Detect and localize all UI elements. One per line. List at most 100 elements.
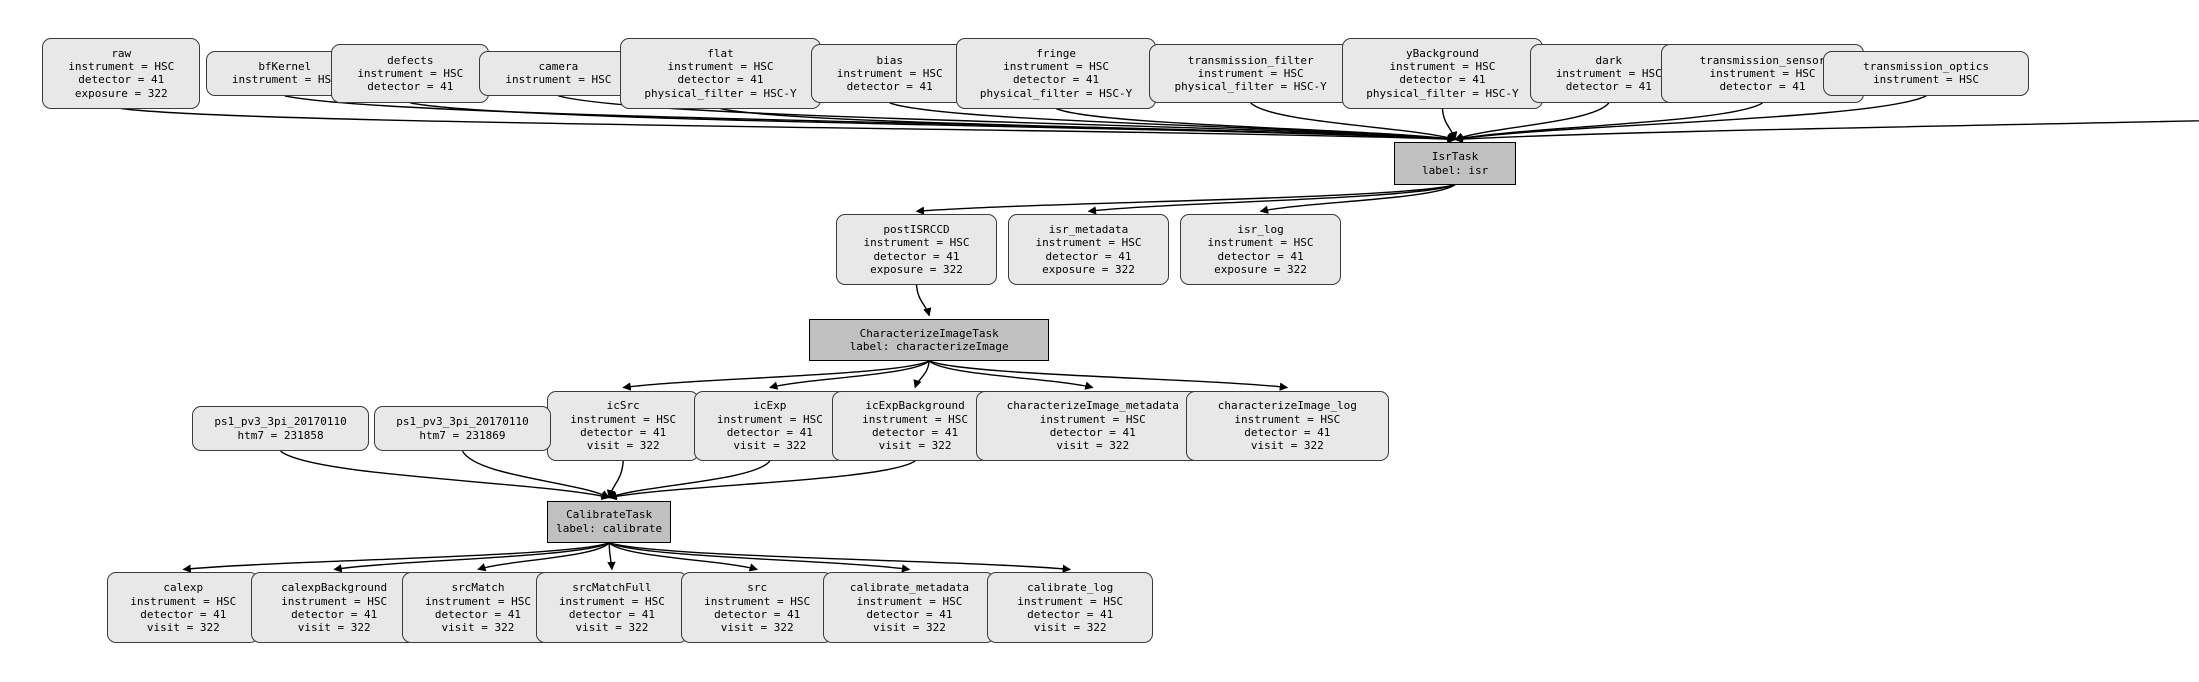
- node-title: calexp: [163, 581, 204, 595]
- node-dimension: exposure = 322: [1214, 262, 1307, 276]
- node-title: isr_log: [1237, 223, 1284, 237]
- node-dimension: instrument = HSC: [231, 73, 338, 87]
- node-dimension: instrument = HSC: [357, 66, 464, 80]
- node-dimension: exposure = 322: [74, 86, 168, 100]
- edge-yBackground-to-IsrTask: [1441, 108, 1458, 141]
- node-dimension: instrument = HSC: [1017, 594, 1124, 608]
- node-dimension: detector = 41: [726, 425, 813, 439]
- node-dimension: visit = 322: [586, 439, 660, 453]
- node-dimension: instrument = HSC: [863, 236, 970, 250]
- node-title: icExpBackground: [865, 399, 965, 413]
- edge-raw-to-IsrTask: [121, 107, 1456, 144]
- node-dimension: instrument = HSC: [856, 594, 963, 608]
- node-title: transmission_optics: [1863, 60, 1989, 74]
- node-title: postISRCCD: [883, 223, 950, 237]
- node-title: bias: [876, 53, 903, 67]
- edge-CalibrateTask-to-calexpBackground: [333, 542, 610, 573]
- edge-CalibrateTask-to-calibrate_log: [608, 542, 1072, 573]
- node-dimension: visit = 322: [733, 439, 807, 453]
- node-dimension: detector = 41: [1565, 79, 1652, 93]
- edge-CharacterizeImageTask-to-icExpBackground: [913, 360, 930, 389]
- node-title: src: [747, 581, 768, 595]
- node-dimension: detector = 41: [580, 425, 667, 439]
- node-dimension: physical_filter = HSC-Y: [979, 86, 1133, 100]
- node-dimension: detector = 41: [1719, 79, 1806, 93]
- node-dimension: detector = 41: [872, 425, 959, 439]
- node-dimension: physical_filter = HSC-Y: [644, 86, 797, 100]
- node-dimension: detector = 41: [873, 249, 960, 263]
- node-dimension: instrument = HSC: [1555, 66, 1662, 80]
- node-dimension: physical_filter = HSC-Y: [1174, 79, 1327, 93]
- node-title: raw: [111, 46, 132, 60]
- node-title: transmission_sensor: [1699, 53, 1826, 67]
- node-dimension: visit = 322: [1056, 439, 1130, 453]
- node-title: transmission_filter: [1187, 53, 1314, 67]
- node-dimension: instrument = HSC: [1234, 412, 1341, 426]
- node-title: isr_metadata: [1048, 223, 1129, 237]
- node-dimension: physical_filter = HSC-Y: [1366, 86, 1519, 100]
- node-dimension: instrument = HSC: [1003, 60, 1110, 74]
- node-dimension: label: calibrate: [556, 521, 663, 535]
- node-dimension: visit = 322: [1033, 620, 1107, 634]
- node-dimension: instrument = HSC: [704, 594, 811, 608]
- node-dimension: detector = 41: [1244, 425, 1331, 439]
- node-dimension: detector = 41: [677, 73, 764, 87]
- node-dimension: detector = 41: [434, 607, 522, 621]
- node-title: IsrTask: [1431, 150, 1479, 164]
- node-dimension: detector = 41: [1045, 249, 1132, 263]
- node-dimension: instrument = HSC: [281, 594, 388, 608]
- edge-IsrTask-to-postISRCCD: [915, 184, 1456, 215]
- node-dimension: visit = 322: [575, 620, 649, 634]
- node-title: ps1_pv3_3pi_20170110: [396, 415, 529, 429]
- edge-CalibrateTask-to-calexp: [182, 542, 610, 573]
- edge-CharacterizeImageTask-to-icSrc: [622, 360, 930, 391]
- node-title: calibrate_metadata: [849, 581, 970, 595]
- node-title: calexpBackground: [281, 581, 388, 595]
- edge-postISRCCD-to-CharacterizeImageTask: [915, 284, 932, 317]
- edge-CalibrateTask-to-calibrate_metadata: [608, 542, 911, 573]
- node-dimension: exposure = 322: [1042, 262, 1135, 276]
- edge-icSrc-to-CalibrateTask: [606, 461, 624, 499]
- edge-defects-to-IsrTask: [410, 102, 1456, 144]
- node-title: characterizeImage_log: [1217, 399, 1357, 413]
- node-dimension: instrument = HSC: [68, 60, 175, 74]
- node-dimension: detector = 41: [1217, 249, 1304, 263]
- node-dimension: instrument = HSC: [424, 594, 531, 608]
- node-title: srcMatch: [451, 581, 505, 595]
- node-dimension: detector = 41: [291, 607, 378, 621]
- edge-flat-to-IsrTask: [720, 107, 1456, 144]
- edge-CalibrateTask-to-srcMatchFull: [607, 542, 616, 571]
- node-dimension: instrument = HSC: [667, 60, 774, 74]
- node-dimension: instrument = HSC: [862, 412, 969, 426]
- node-dimension: detector = 41: [140, 607, 227, 621]
